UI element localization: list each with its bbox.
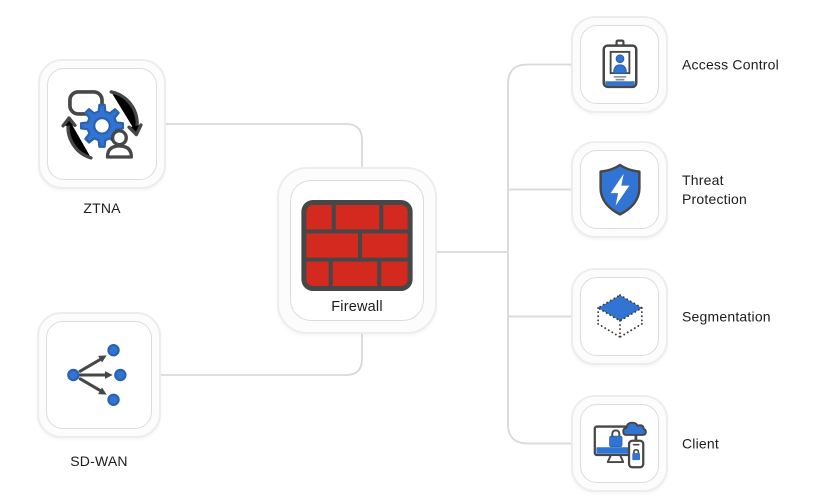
node-firewall-label: Firewall	[331, 299, 383, 315]
id-badge-icon	[602, 39, 637, 88]
brick-wall-icon	[301, 200, 413, 291]
node-access-control-label: Access Control	[682, 56, 779, 73]
node-sdwan-card	[46, 321, 152, 429]
node-threat-protection	[571, 141, 668, 238]
identity-sync-gear-icon	[61, 90, 143, 160]
connector-trunk-client	[507, 252, 571, 445]
node-ztna-card	[47, 68, 157, 180]
node-client-card	[580, 404, 659, 483]
dotted-cube-icon	[595, 293, 644, 338]
connector-sdwan-firewall	[161, 333, 363, 376]
shield-lightning-icon	[598, 163, 641, 216]
connector-trunk-access-control	[507, 63, 571, 252]
connector-ztna-firewall	[166, 123, 363, 168]
node-threat-protection-card	[580, 150, 659, 229]
node-access-control-card	[580, 25, 659, 104]
branch-network-icon	[67, 344, 127, 406]
node-ztna	[38, 59, 166, 189]
node-ztna-label: ZTNA	[83, 200, 121, 216]
node-sdwan-label: SD-WAN	[70, 453, 128, 469]
node-segmentation	[571, 268, 668, 365]
node-threat-protection-label: Threat Protection	[682, 172, 748, 207]
devices-cloud-lock-icon	[593, 421, 647, 468]
node-firewall-card: Firewall	[290, 180, 424, 321]
node-access-control	[571, 16, 668, 113]
node-firewall: Firewall	[277, 167, 437, 334]
node-client	[571, 395, 668, 492]
node-segmentation-label: Segmentation	[682, 308, 771, 325]
node-sdwan	[37, 312, 161, 438]
node-segmentation-card	[580, 277, 659, 356]
node-client-label: Client	[682, 435, 719, 452]
